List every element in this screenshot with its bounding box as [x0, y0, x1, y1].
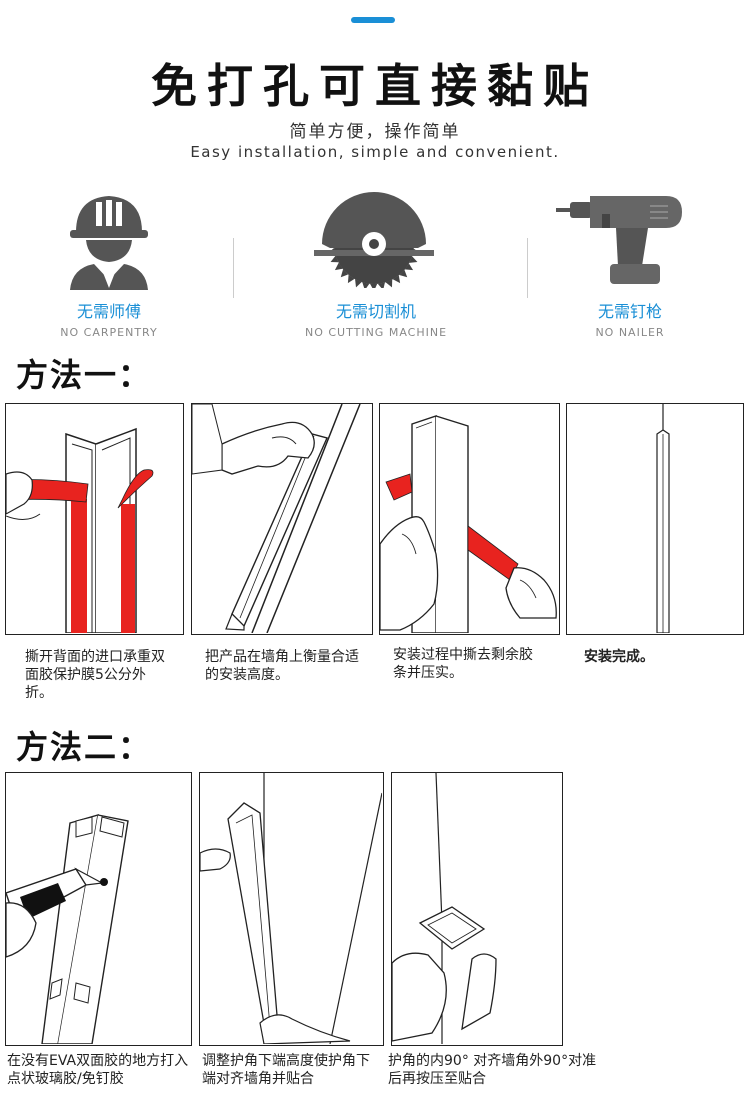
- method2-step2-illustration: [199, 772, 384, 1046]
- method1-step1-caption: 撕开背面的进口承重双面胶保护膜5公分外折。: [25, 649, 165, 701]
- method2-step3-caption: 护角的内90° 对齐墙角外90°对准后再按压至贴合: [388, 1053, 597, 1087]
- feature-label-en: NO CARPENTRY: [60, 326, 158, 339]
- worker-icon: [68, 190, 150, 294]
- feature-label-cn: 无需切割机: [335, 302, 416, 321]
- feature-no-nailer: 无需钉枪 NO NAILER: [530, 298, 730, 339]
- method1-step2-illustration: [191, 403, 373, 635]
- feature-label-en: NO CUTTING MACHINE: [304, 326, 448, 339]
- divider: [233, 238, 234, 298]
- method2-step1-illustration: [5, 772, 192, 1046]
- feature-label-en: NO NAILER: [595, 326, 665, 339]
- method2-step1-caption: 在没有EVA双面胶的地方打入点状玻璃胶/免钉胶: [7, 1053, 189, 1087]
- feature-no-carpentry: 无需师傅 NO CARPENTRY: [9, 298, 209, 339]
- method2-step2-caption: 调整护角下端高度使护角下端对齐墙角并贴合: [202, 1053, 370, 1087]
- page-title: 免打孔可直接黏贴: [151, 59, 599, 113]
- method1-step3-illustration: [379, 403, 560, 635]
- feature-no-cutting-machine: 无需切割机 NO CUTTING MACHINE: [276, 298, 476, 339]
- method1-step4-illustration: [566, 403, 744, 635]
- saw-blade-icon: [312, 192, 436, 292]
- drill-icon: [556, 192, 686, 296]
- method1-step3-caption: 安装过程中撕去剩余胶条并压实。: [393, 647, 533, 681]
- accent-bar: [351, 17, 395, 23]
- method1-step1-illustration: [5, 403, 184, 635]
- subtitle-cn: 简单方便，操作简单: [289, 122, 461, 142]
- feature-label-cn: 无需师傅: [76, 302, 141, 321]
- method2-title: 方法二：: [16, 728, 153, 766]
- feature-label-cn: 无需钉枪: [597, 302, 662, 321]
- method1-step4-caption: 安装完成。: [584, 649, 654, 665]
- divider: [527, 238, 528, 298]
- method2-step3-illustration: [391, 772, 563, 1046]
- method1-title: 方法一：: [16, 356, 153, 394]
- method1-step2-caption: 把产品在墙角上衡量合适的安装高度。: [205, 649, 359, 683]
- subtitle-en: Easy installation, simple and convenient…: [190, 143, 560, 161]
